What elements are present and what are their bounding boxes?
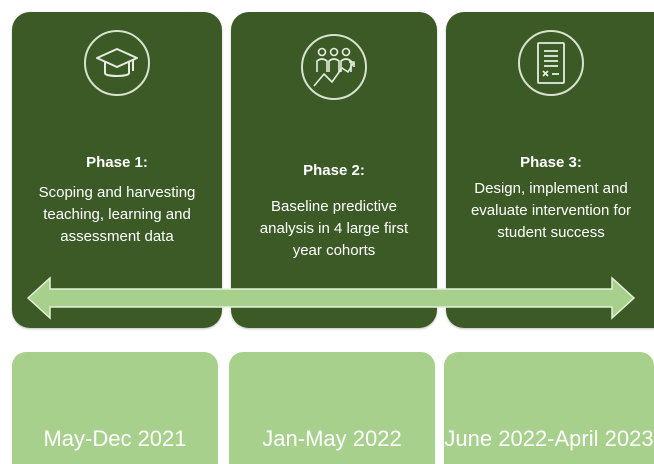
graduation-cap-icon xyxy=(84,30,150,96)
clipboard-checklist-icon xyxy=(518,30,584,96)
phase-2-period-box: Jan-May 2022 xyxy=(229,352,435,464)
phase-3-description: Design, implement and evaluate intervent… xyxy=(470,180,632,241)
phase-1-period: May-Dec 2021 xyxy=(43,426,187,451)
phase-2-title: Phase 2: xyxy=(303,162,365,179)
phase-3-card: Phase 3: Design, implement and evaluate … xyxy=(446,12,654,328)
phase-2-card: Phase 2: Baseline predictive analysis in… xyxy=(231,12,437,328)
phase-3-period: June 2022-April 2023 xyxy=(444,426,654,451)
phase-2-period: Jan-May 2022 xyxy=(262,426,402,451)
phase-3-title: Phase 3: xyxy=(520,154,582,171)
phase-2-description: Baseline predictive analysis in 4 large … xyxy=(259,198,409,259)
phase-1-description: Scoping and harvesting teaching, learnin… xyxy=(38,184,196,245)
phase-1-title: Phase 1: xyxy=(86,154,148,171)
phase-1-card: Phase 1: Scoping and harvesting teaching… xyxy=(12,12,222,328)
people-growth-icon xyxy=(301,34,367,100)
phase-1-period-box: May-Dec 2021 xyxy=(12,352,218,464)
phase-3-period-box: June 2022-April 2023 xyxy=(444,352,654,464)
timeline-double-arrow xyxy=(26,276,636,320)
